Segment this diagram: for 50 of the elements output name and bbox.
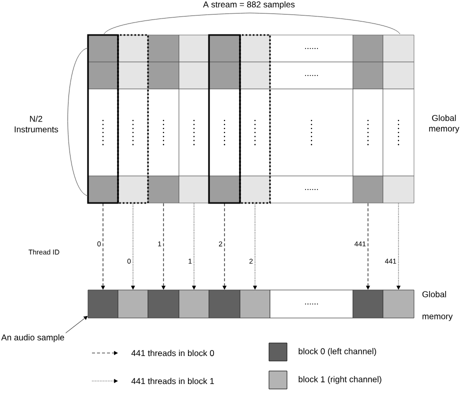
grid-cell <box>178 88 210 176</box>
grid-cell <box>208 176 240 204</box>
legend-text: block 0 (left channel) <box>298 348 376 356</box>
grid-cell <box>208 88 240 176</box>
grid-cell <box>118 176 148 204</box>
legend-text: block 1 (right channel) <box>298 376 382 384</box>
memory-cell <box>178 290 210 318</box>
grid-cell <box>208 62 240 90</box>
memory-cell: ...... <box>270 290 354 318</box>
grid-cell: ...... <box>270 62 354 90</box>
grid-cell <box>382 62 414 90</box>
grid-cell <box>178 176 210 204</box>
grid-cell <box>118 88 148 176</box>
memory-cell <box>88 290 118 318</box>
grid-cell <box>148 62 180 90</box>
grid-cell <box>88 88 118 176</box>
memory-cell <box>208 290 240 318</box>
grid-cell <box>382 88 414 176</box>
grid-cell <box>240 62 270 90</box>
grid-cell <box>352 176 384 204</box>
grid-cell <box>148 34 180 62</box>
memory-cell <box>148 290 180 318</box>
grid-cell <box>88 62 118 90</box>
grid-cell <box>178 34 210 62</box>
grid-cell <box>148 176 180 204</box>
memory-cell <box>118 290 148 318</box>
grid-cell <box>148 88 180 176</box>
memory-label: Global memory <box>429 114 460 134</box>
grid-cell <box>382 176 414 204</box>
memory-cell <box>382 290 414 318</box>
legend-text: 441 threads in block 0 <box>131 350 214 356</box>
grid-cell <box>382 34 414 62</box>
arrow <box>65 316 88 334</box>
grid-cell <box>118 62 148 90</box>
memory-cell <box>352 290 384 318</box>
memory-cell <box>240 290 270 318</box>
grid-cell <box>240 88 270 176</box>
axis-label: N/2 Instruments <box>14 116 58 132</box>
memory-label: Global memory <box>422 291 453 321</box>
grid-cell <box>88 176 118 204</box>
stream-label: A stream = 882 samples <box>203 1 295 10</box>
legend-text: 441 threads in block 1 <box>131 378 214 384</box>
grid-cell: ...... <box>270 176 354 204</box>
grid-cell <box>178 62 210 90</box>
grid-cell <box>240 176 270 204</box>
grid-cell <box>352 88 384 176</box>
grid-cell: ...... <box>270 34 354 62</box>
grid-cell <box>352 34 384 62</box>
grid-cell <box>352 62 384 90</box>
annotation-text: An audio sample <box>1 334 64 342</box>
